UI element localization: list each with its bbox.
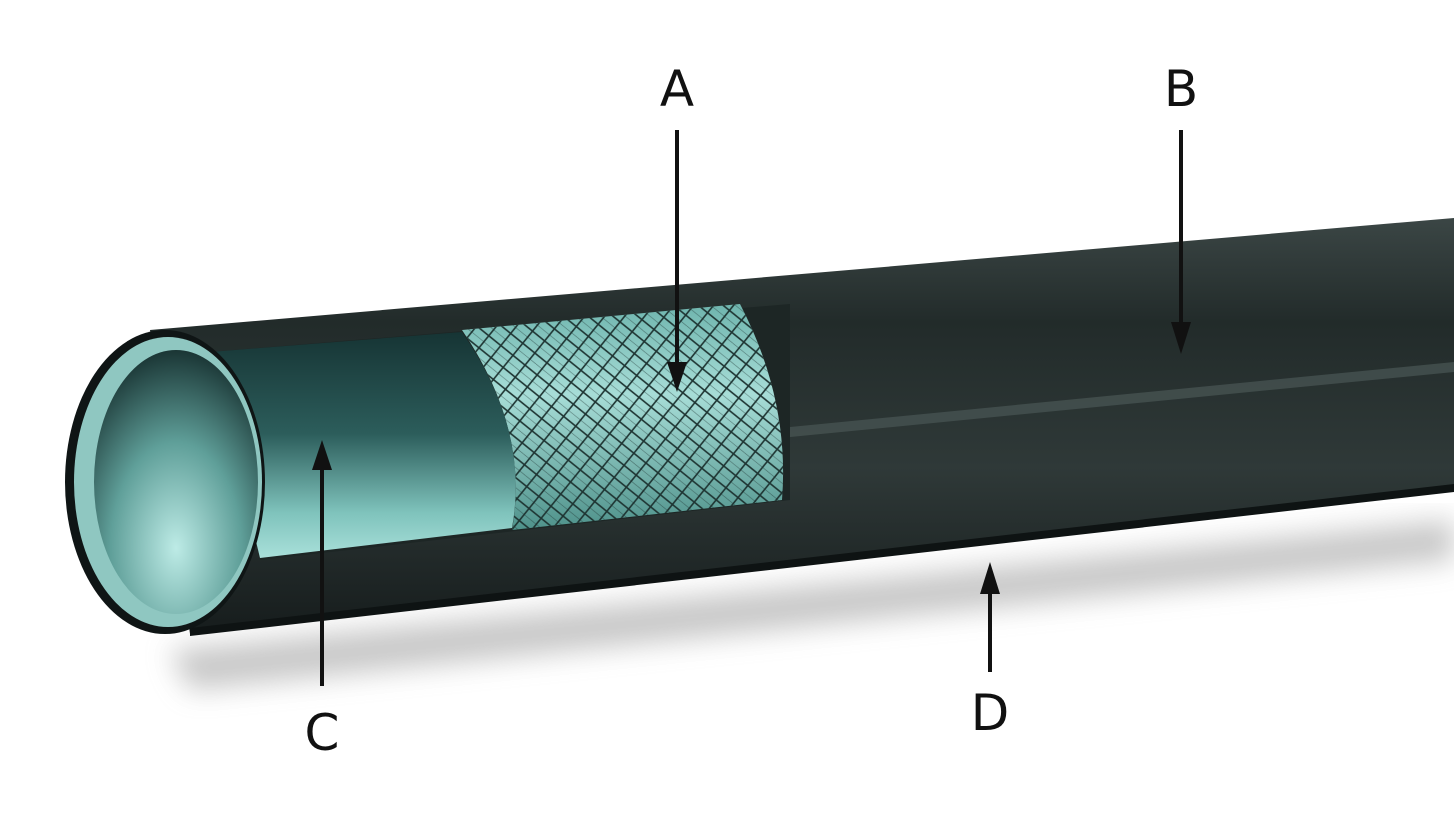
outer-cover-rim — [190, 484, 1454, 636]
callout-c-arrowhead — [312, 440, 332, 470]
outer-cover-highlight — [760, 362, 1454, 438]
callout-c: C — [305, 440, 340, 762]
hose-shadow — [170, 520, 1454, 690]
callout-d-arrowhead — [980, 562, 1000, 594]
callout-b-arrowhead — [1171, 322, 1191, 354]
callout-a: A — [660, 60, 694, 392]
callout-d: D — [971, 562, 1010, 742]
callout-a-arrowhead — [667, 362, 687, 392]
callout-b: B — [1164, 60, 1198, 354]
callout-a-label: A — [660, 60, 694, 118]
inner-tube — [210, 332, 516, 558]
hose-mouth-inner — [94, 350, 258, 614]
reinforcement-mesh — [462, 304, 784, 530]
callout-b-label: B — [1164, 60, 1198, 118]
callout-c-label: C — [305, 704, 340, 762]
callout-d-label: D — [971, 684, 1010, 742]
